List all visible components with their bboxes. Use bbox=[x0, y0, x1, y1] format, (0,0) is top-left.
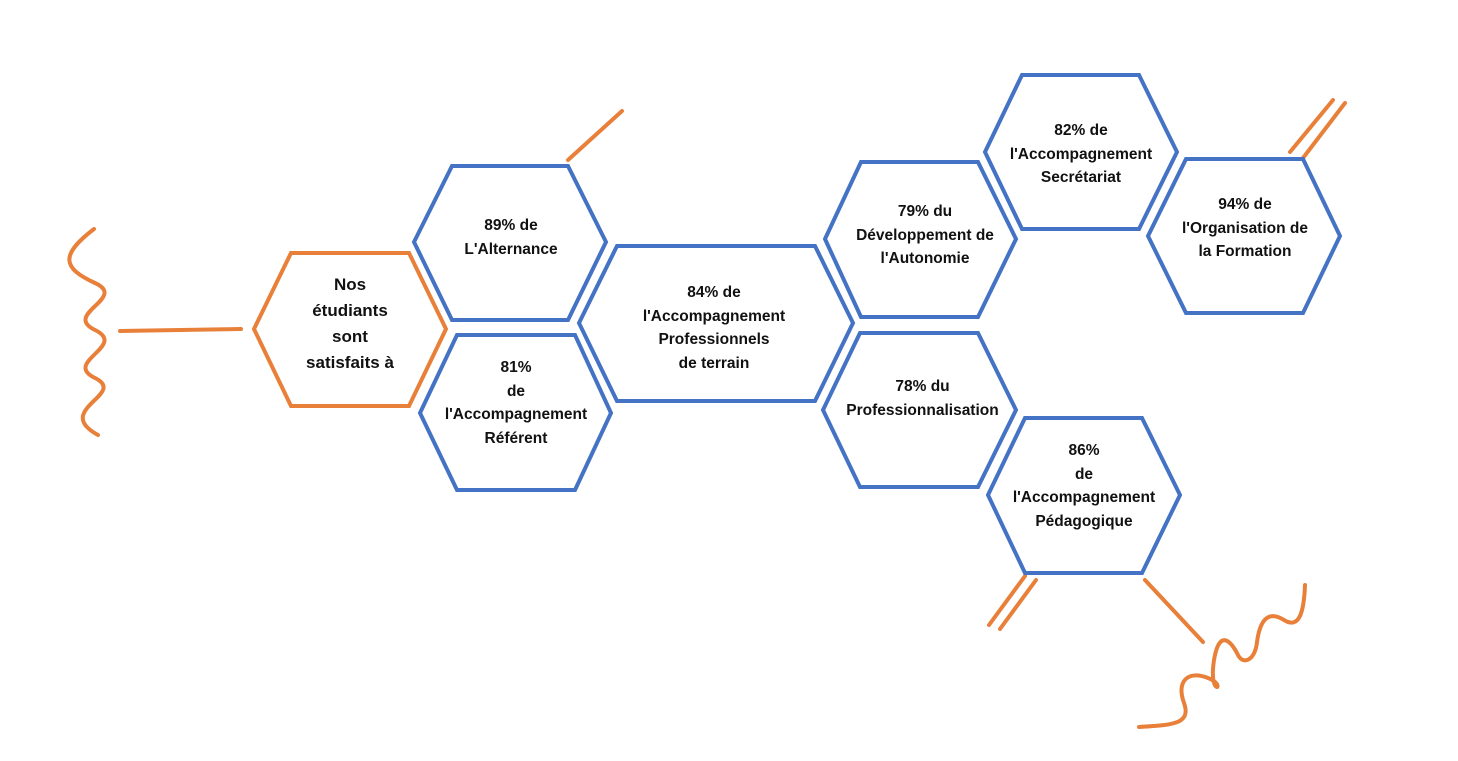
label-line: 94% de bbox=[1218, 196, 1272, 213]
label-line: Développement de bbox=[856, 226, 994, 244]
label-secretariat: 82% de l'Accompagnement Secrétariat bbox=[995, 119, 1167, 190]
label-line: 86% bbox=[1068, 442, 1100, 459]
accent-line-formation-b bbox=[1301, 101, 1347, 160]
label-line: de terrain bbox=[678, 354, 750, 372]
accent-line-pedagogique-c bbox=[1143, 578, 1205, 644]
label-line: l'Accompagnement bbox=[642, 307, 786, 325]
center-label: Nos étudiants sont satisfaits à bbox=[290, 272, 410, 376]
label-line: 79% du bbox=[897, 203, 953, 220]
hex-referent bbox=[417, 333, 614, 492]
accent-line-pedagogique-a bbox=[987, 574, 1027, 627]
label-line: Pédagogique bbox=[1035, 512, 1133, 530]
label-line: l'Accompagnement bbox=[444, 406, 588, 423]
accent-line-alternance-top bbox=[566, 109, 624, 162]
label-referent: 81% de l'Accompagnement Référent bbox=[431, 356, 601, 450]
label-line: l'Organisation de bbox=[1182, 219, 1308, 237]
label-line: Référent bbox=[484, 429, 548, 447]
label-alternance: 89% de L'Alternance bbox=[440, 214, 582, 261]
wavy-line-bottom-right bbox=[1137, 583, 1307, 729]
label-organisation-formation: 94% de l'Organisation de la Formation bbox=[1160, 193, 1330, 264]
label-line: la Formation bbox=[1198, 243, 1292, 260]
label-line: de bbox=[506, 382, 526, 400]
label-line: 78% du bbox=[895, 378, 950, 395]
label-pedagogique: 86% de l'Accompagnement Pédagogique bbox=[998, 439, 1170, 533]
label-line: 82% de bbox=[1054, 122, 1108, 139]
connector-line-center bbox=[118, 327, 243, 333]
label-autonomie: 79% du Développement de l'Autonomie bbox=[835, 200, 1015, 271]
label-line: 89% de bbox=[484, 217, 538, 234]
label-professionnalisation: 78% du Professionnalisation bbox=[830, 375, 1015, 422]
label-line: l'Accompagnement bbox=[1012, 489, 1156, 506]
label-line: l'Accompagnement bbox=[1009, 145, 1153, 163]
center-label-line: étudiants bbox=[312, 301, 388, 320]
label-line: 81% bbox=[500, 359, 532, 376]
label-line: 84% de bbox=[687, 284, 741, 301]
label-line: Professionnels bbox=[658, 331, 770, 348]
label-professionnels-terrain: 84% de l'Accompagnement Professionnels d… bbox=[618, 281, 810, 375]
center-label-line: sont bbox=[332, 327, 368, 346]
center-label-line: Nos bbox=[333, 275, 367, 294]
label-line: L'Alternance bbox=[464, 240, 558, 258]
label-line: de bbox=[1074, 465, 1094, 483]
hex-center bbox=[251, 251, 449, 408]
wavy-line-left bbox=[67, 227, 107, 437]
accent-line-pedagogique-b bbox=[998, 578, 1038, 631]
hex-organisation-formation bbox=[1145, 157, 1343, 315]
hex-autonomie bbox=[822, 160, 1019, 319]
accent-line-formation-a bbox=[1288, 98, 1335, 154]
label-line: Secrétariat bbox=[1040, 169, 1122, 186]
label-line: l'Autonomie bbox=[880, 250, 970, 267]
hex-alternance bbox=[411, 164, 609, 322]
hex-professionnels-terrain bbox=[576, 244, 856, 403]
hex-pedagogique bbox=[985, 416, 1183, 575]
center-label-line: satisfaits à bbox=[306, 353, 394, 372]
label-line: Professionnalisation bbox=[846, 401, 999, 419]
hex-secretariat bbox=[982, 73, 1180, 231]
hex-professionnalisation bbox=[820, 331, 1019, 489]
